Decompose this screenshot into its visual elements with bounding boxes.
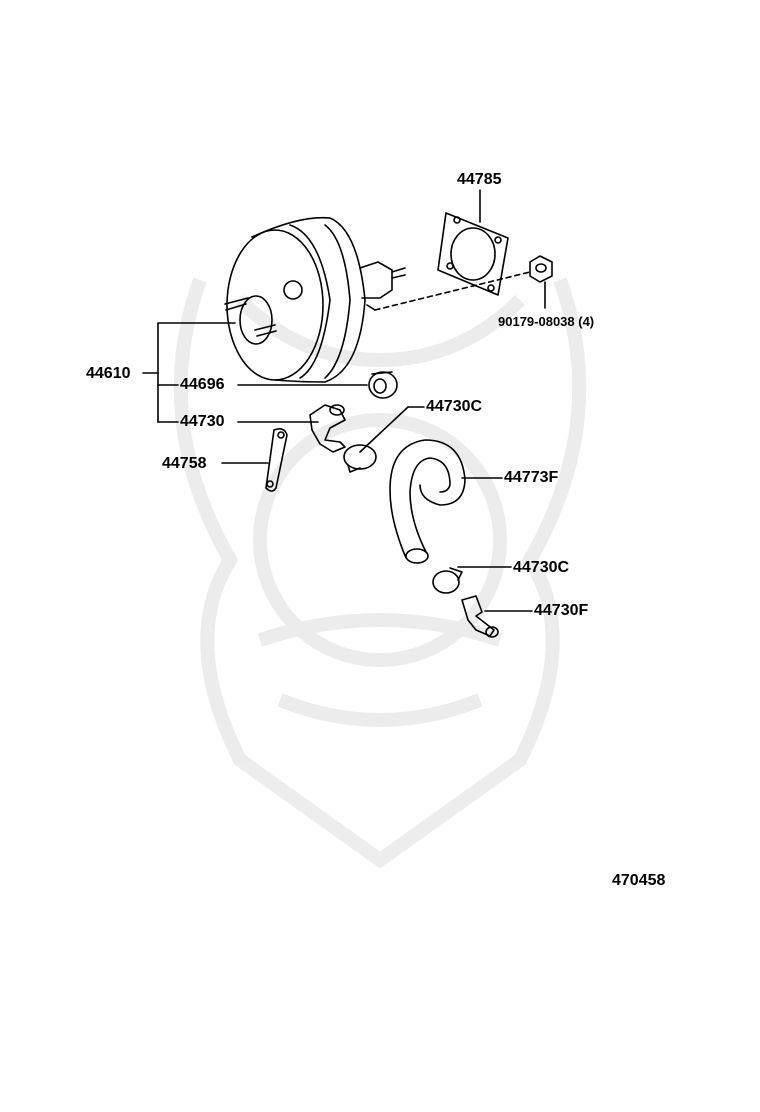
part-label-44730f[interactable]: 44730F	[534, 602, 589, 619]
part-label-44785[interactable]: 44785	[457, 171, 502, 188]
leader-lines	[142, 322, 533, 612]
part-label-44610[interactable]: 44610	[86, 365, 131, 382]
part-label-44758[interactable]: 44758	[162, 455, 207, 472]
clamp-upper-drawing	[343, 444, 377, 473]
part-label-90179-08038[interactable]: 90179-08038 (4)	[498, 314, 595, 329]
part-label-44696[interactable]: 44696	[180, 376, 225, 393]
plate-gasket-drawing	[437, 189, 509, 296]
part-label-44730c-upper[interactable]: 44730C	[426, 398, 483, 415]
clamp-lower-drawing	[432, 567, 463, 594]
hose-drawing	[389, 439, 466, 564]
check-valve-drawing	[309, 404, 346, 453]
gasket-drawing	[368, 371, 398, 399]
bracket-drawing	[265, 428, 288, 492]
watermark-logo	[173, 277, 587, 869]
brake-booster-drawing	[224, 216, 406, 383]
nut-leader-line	[374, 271, 531, 311]
diagram-page-number: 470458	[612, 872, 666, 889]
union-drawing	[461, 595, 499, 638]
part-label-44773f[interactable]: 44773F	[504, 469, 559, 486]
nut-drawing	[529, 255, 553, 309]
part-label-44730c-lower[interactable]: 44730C	[513, 559, 570, 576]
part-label-44730[interactable]: 44730	[180, 413, 225, 430]
